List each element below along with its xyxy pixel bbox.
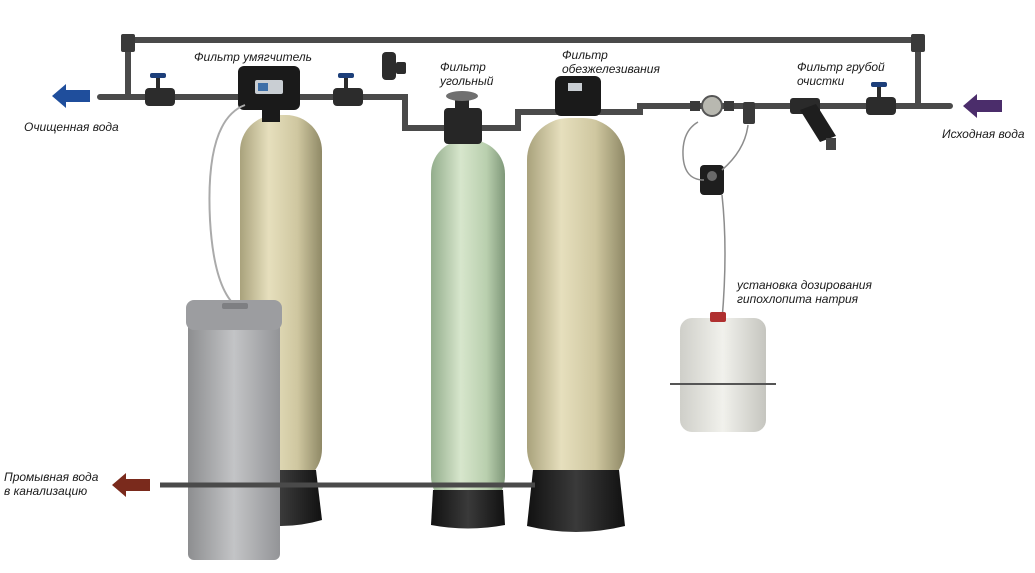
label-carbon-line2: угольный	[440, 74, 494, 88]
label-iron-line1: Фильтр	[562, 48, 608, 62]
label-softener: Фильтр умягчитель	[194, 50, 312, 64]
label-coarse-filter: Фильтр грубой очистки	[797, 60, 885, 88]
water-meter	[690, 95, 734, 117]
valve-right	[866, 82, 896, 115]
label-iron-filter: Фильтр обезжелезивания	[562, 48, 660, 76]
bypass-pipe	[125, 37, 921, 107]
brine-tank	[186, 300, 282, 560]
dosing-pump	[700, 165, 724, 195]
label-wash-line2: в канализацию	[4, 484, 88, 498]
purified-water-arrow	[52, 84, 90, 108]
check-valve	[382, 52, 406, 80]
wash-water-arrow	[112, 473, 150, 497]
carbon-filter-tank	[431, 91, 505, 529]
label-coarse-line2: очистки	[797, 74, 845, 88]
label-carbon-filter: Фильтр угольный	[440, 60, 493, 88]
label-dosing-line2: гипохлопита натрия	[737, 292, 859, 306]
label-carbon-line1: Фильтр	[440, 60, 486, 74]
label-wash-water: Промывная вода в канализацию	[4, 470, 98, 498]
iron-removal-tank	[527, 76, 625, 532]
label-coarse-line1: Фильтр грубой	[797, 60, 885, 74]
label-dosing-line1: установка дозирования	[737, 278, 872, 292]
label-wash-line1: Промывная вода	[4, 470, 99, 484]
valve-mid	[333, 73, 363, 106]
brine-tube	[208, 104, 246, 309]
hypochlorite-canister	[670, 312, 776, 432]
label-iron-line2: обезжелезивания	[562, 62, 660, 76]
dosing-tube	[682, 121, 749, 321]
label-source-water: Исходная вода	[942, 127, 1025, 141]
coarse-filter	[790, 98, 836, 150]
main-pipe	[97, 94, 953, 131]
injection-point	[743, 102, 755, 124]
source-water-arrow	[963, 94, 1002, 118]
softener-control-head	[238, 66, 300, 122]
bypass-fitting-right	[911, 34, 925, 52]
label-purified-water: Очищенная вода	[24, 120, 119, 134]
bypass-fitting-left	[121, 34, 135, 52]
valve-left	[145, 73, 175, 106]
label-dosing-unit: установка дозирования гипохлопита натрия	[737, 278, 872, 306]
